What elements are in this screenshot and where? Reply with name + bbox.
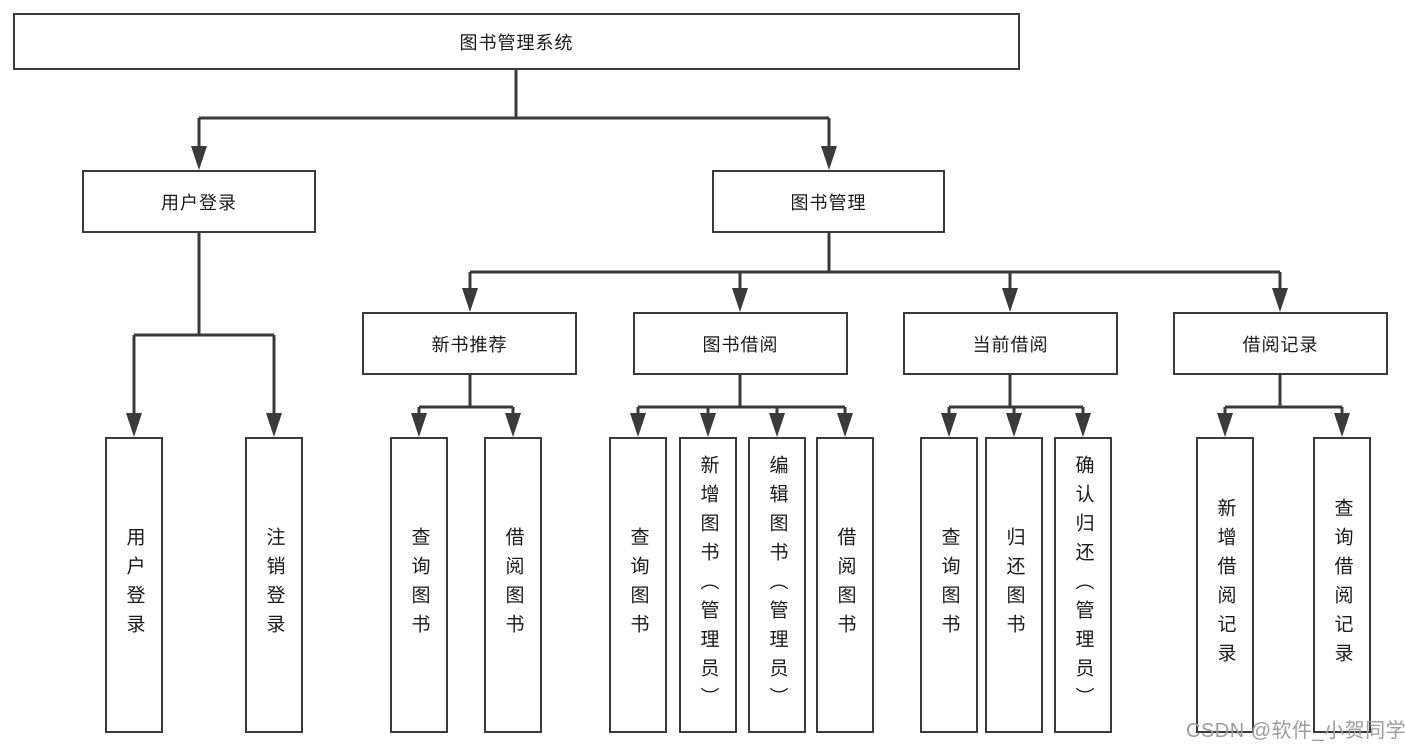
node-leaf-query-books-recommend: 查询图书	[390, 437, 448, 733]
node-new-book-recommend: 新书推荐	[362, 312, 577, 375]
node-borrowing-records: 借阅记录	[1173, 312, 1388, 375]
node-leaf-add-borrow-record: 新增借阅记录	[1196, 437, 1254, 733]
leaf-label: 查询图书	[938, 527, 960, 643]
leaf-label: 归还图书	[1003, 527, 1025, 643]
node-leaf-query-books-current: 查询图书	[920, 437, 978, 733]
node-user-login: 用户登录	[82, 170, 316, 233]
node-leaf-query-borrow-record: 查询借阅记录	[1313, 437, 1371, 733]
node-leaf-edit-books-admin: 编辑图书（管理员）	[748, 437, 806, 733]
leaf-label: 注销登录	[263, 527, 285, 643]
node-leaf-add-books-admin: 新增图书（管理员）	[679, 437, 737, 733]
leaf-label: 查询借阅记录	[1331, 498, 1353, 672]
leaf-label: 编辑图书（管理员）	[766, 454, 788, 716]
node-current-borrowing: 当前借阅	[903, 312, 1118, 375]
node-leaf-query-books-borrowing: 查询图书	[609, 437, 667, 733]
leaf-label: 借阅图书	[834, 527, 856, 643]
leaf-label: 查询图书	[627, 527, 649, 643]
leaf-label: 新增图书（管理员）	[697, 454, 719, 716]
leaf-label: 新增借阅记录	[1214, 498, 1236, 672]
node-leaf-borrow-books-recommend: 借阅图书	[484, 437, 542, 733]
node-leaf-user-login: 用户登录	[105, 437, 163, 733]
node-book-management: 图书管理	[712, 170, 945, 233]
node-book-borrowing: 图书借阅	[633, 312, 848, 375]
leaf-label: 借阅图书	[502, 527, 524, 643]
node-leaf-confirm-return-admin: 确认归还（管理员）	[1054, 437, 1112, 733]
csdn-watermark: CSDN @软件_小贺同学	[1186, 720, 1405, 742]
leaf-label: 用户登录	[123, 527, 145, 643]
node-leaf-borrow-books: 借阅图书	[816, 437, 874, 733]
leaf-label: 确认归还（管理员）	[1072, 454, 1094, 716]
node-leaf-return-books: 归还图书	[985, 437, 1043, 733]
leaf-label: 查询图书	[408, 527, 430, 643]
node-leaf-logout: 注销登录	[245, 437, 303, 733]
node-library-management-system: 图书管理系统	[13, 13, 1020, 70]
